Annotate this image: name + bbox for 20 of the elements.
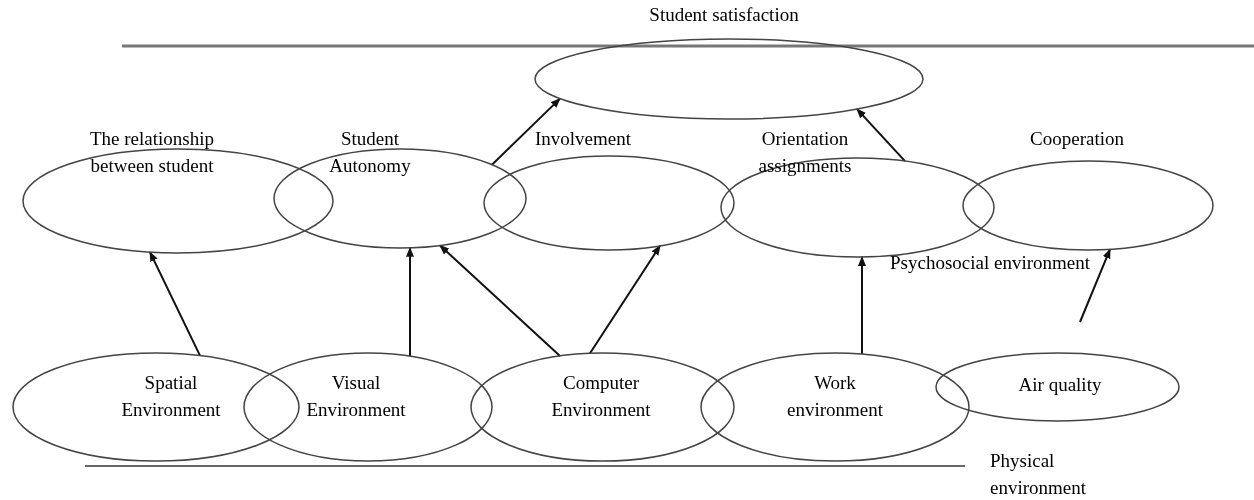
- arrow: [149, 251, 201, 357]
- arrow: [439, 244, 561, 357]
- node-label: Visual Environment: [305, 371, 407, 422]
- group-label: Physical environment: [990, 449, 1088, 500]
- node-label: Spatial Environment: [120, 371, 222, 422]
- node-label: Air quality: [1017, 373, 1103, 397]
- arrow: [406, 246, 414, 358]
- node-label: Cooperation: [1029, 127, 1125, 151]
- arrow: [491, 97, 561, 166]
- node-label: The relationship between student: [89, 127, 215, 178]
- node-label: Work environment: [786, 371, 884, 422]
- arrow: [856, 108, 906, 163]
- node-label: Involvement: [534, 127, 632, 151]
- node-label: Computer Environment: [550, 371, 652, 422]
- node-label: Student Autonomy: [328, 127, 412, 178]
- arrow: [589, 244, 661, 355]
- arrow: [1079, 248, 1111, 323]
- arrow: [858, 255, 866, 356]
- node-label: Student satisfaction: [648, 3, 800, 27]
- group-label: Psychosocial environment: [890, 251, 1090, 275]
